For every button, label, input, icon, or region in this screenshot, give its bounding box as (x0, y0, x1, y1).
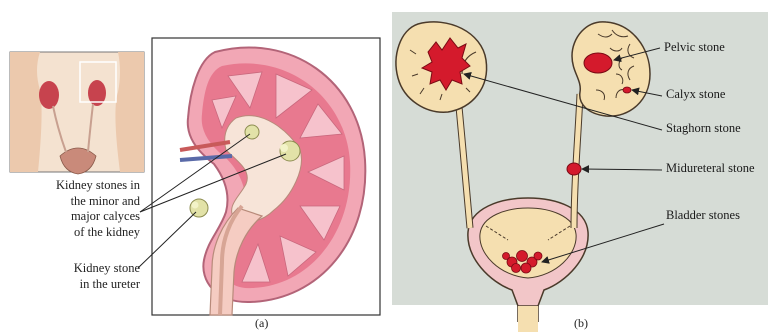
midureteral-stone (567, 163, 581, 175)
caption-b: (b) (574, 316, 588, 331)
label-bladder-stones: Bladder stones (666, 208, 740, 223)
label-kidney-stone-ureter: Kidney stone in the ureter (74, 261, 140, 292)
label-kidney-stones-calyces: Kidney stones in the minor and major cal… (56, 178, 140, 240)
label-pelvic-stone: Pelvic stone (664, 40, 725, 55)
label-midureteral-stone: Midureteral stone (666, 161, 768, 176)
caption-a: (a) (255, 316, 268, 331)
kidney-cross-section (152, 38, 380, 315)
label-ureter-line-2: in the ureter (74, 277, 140, 293)
label-calyces-line-2: the minor and (56, 194, 140, 210)
body-inset (10, 52, 144, 174)
label-calyces-line-1: Kidney stones in (56, 178, 140, 194)
kidney-stone-calyx-2 (280, 141, 300, 161)
kidney-stone-ureter (190, 199, 208, 217)
label-calyces-line-3: major calyces (56, 209, 140, 225)
calyx-stone (623, 87, 631, 93)
label-calyx-stone: Calyx stone (666, 87, 725, 102)
kidney-stone-calyx-1 (245, 125, 259, 139)
label-calyces-line-4: of the kidney (56, 225, 140, 241)
label-staghorn-stone: Staghorn stone (666, 121, 741, 136)
label-ureter-line-1: Kidney stone (74, 261, 140, 277)
pelvic-stone (584, 53, 612, 73)
